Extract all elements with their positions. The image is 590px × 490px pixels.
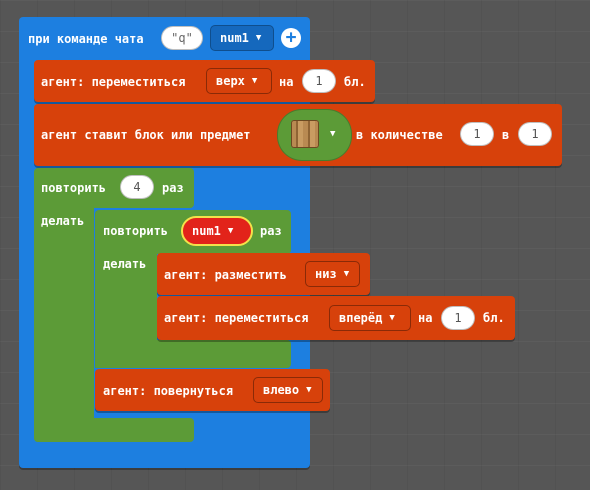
agent-turn-block[interactable]: агент: повернуться влево ▼ bbox=[95, 369, 330, 411]
quantity-input[interactable]: 1 bbox=[460, 122, 494, 146]
agent-move-label: агент: переместиться bbox=[41, 75, 186, 89]
repeat-times-input[interactable]: 4 bbox=[120, 175, 154, 199]
repeat-outer-label: повторить bbox=[41, 181, 107, 195]
place-direction-value: низ bbox=[315, 267, 337, 281]
repeat-outer-arm bbox=[34, 206, 94, 442]
chevron-down-icon: ▼ bbox=[330, 129, 336, 139]
on-label: на bbox=[418, 311, 433, 325]
chevron-down-icon: ▼ bbox=[255, 33, 262, 43]
repeat-outer-header[interactable] bbox=[34, 168, 194, 208]
repeat-count-variable[interactable]: num1 ▼ bbox=[181, 216, 253, 246]
param-name: num1 bbox=[220, 31, 249, 45]
in-label: в bbox=[502, 128, 510, 142]
move-direction-dropdown[interactable]: вперёд ▼ bbox=[329, 305, 411, 331]
move-amount-input[interactable]: 1 bbox=[302, 69, 336, 93]
param-dropdown[interactable]: num1 ▼ bbox=[210, 25, 274, 51]
move-forward-amount-input[interactable]: 1 bbox=[441, 306, 475, 330]
plus-circle-icon[interactable]: + bbox=[281, 28, 301, 48]
turn-direction-value: влево bbox=[263, 383, 300, 397]
repeat-outer-do-label: делать bbox=[41, 214, 85, 228]
direction-value: верх bbox=[216, 74, 245, 88]
on-chat-command-label: при команде чата bbox=[28, 32, 144, 46]
chevron-down-icon: ▼ bbox=[227, 226, 234, 236]
agent-place-down-block[interactable]: агент: разместить низ ▼ bbox=[157, 253, 370, 295]
chevron-down-icon: ▼ bbox=[251, 76, 258, 86]
unit-label: бл. bbox=[344, 75, 366, 89]
unit-label: бл. bbox=[483, 311, 505, 325]
repeat-inner-footer bbox=[95, 340, 291, 368]
agent-move-forward-block[interactable]: агент: переместиться вперёд ▼ на 1 бл. bbox=[157, 296, 515, 340]
place-down-label: агент: разместить bbox=[164, 268, 287, 282]
move-direction-value: вперёд bbox=[339, 311, 383, 325]
turn-direction-dropdown[interactable]: влево ▼ bbox=[253, 377, 323, 403]
on-label: на bbox=[279, 75, 294, 89]
move-forward-label: агент: переместиться bbox=[164, 311, 309, 325]
repeat-inner-times-label: раз bbox=[260, 224, 282, 238]
slot-input[interactable]: 1 bbox=[518, 122, 552, 146]
repeat-inner-do-label: делать bbox=[103, 257, 147, 271]
place-direction-dropdown[interactable]: низ ▼ bbox=[305, 261, 360, 287]
item-picker[interactable]: ▼ bbox=[277, 109, 352, 161]
turn-label: агент: повернуться bbox=[103, 384, 234, 398]
chevron-down-icon: ▼ bbox=[389, 313, 395, 323]
place-block-label: агент ставит блок или предмет bbox=[41, 128, 251, 142]
variable-name: num1 bbox=[192, 224, 221, 238]
chevron-down-icon: ▼ bbox=[306, 385, 312, 395]
chevron-down-icon: ▼ bbox=[343, 269, 350, 279]
agent-move-up-block[interactable]: агент: переместиться верх ▼ на 1 бл. bbox=[34, 60, 375, 102]
chat-command-value[interactable]: "q" bbox=[161, 26, 203, 50]
direction-dropdown[interactable]: верх ▼ bbox=[206, 68, 272, 94]
agent-place-block[interactable]: агент ставит блок или предмет ▼ в количе… bbox=[34, 104, 562, 166]
quantity-label: в количестве bbox=[356, 128, 443, 142]
repeat-inner-label: повторить bbox=[103, 224, 169, 238]
repeat-outer-footer bbox=[34, 418, 194, 442]
planks-block-icon bbox=[291, 120, 319, 148]
repeat-times-label: раз bbox=[162, 181, 184, 195]
